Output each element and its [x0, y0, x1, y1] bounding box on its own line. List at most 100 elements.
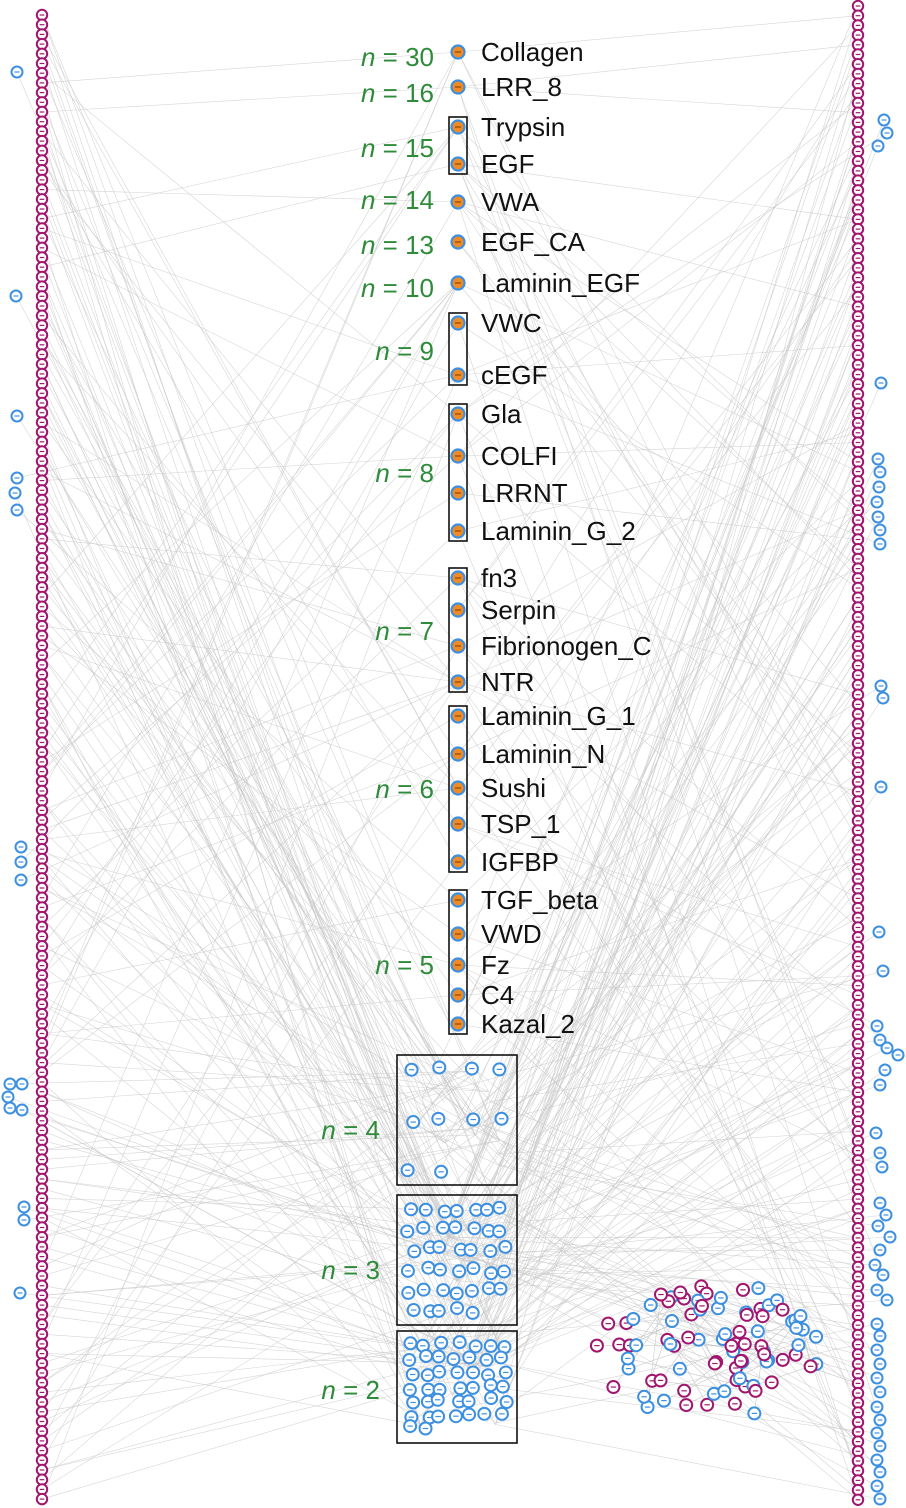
edge [41, 413, 459, 947]
edge [457, 413, 859, 1413]
edge [41, 92, 453, 1396]
edge [493, 1274, 878, 1487]
edge [41, 1091, 458, 1282]
n-count-label: n = 4 [321, 1115, 380, 1145]
edge [457, 241, 859, 705]
edge [443, 1242, 859, 1442]
n-equals: = [375, 42, 405, 72]
edge [495, 1344, 859, 1424]
edge [448, 145, 879, 1227]
edge [417, 1111, 859, 1417]
edge [41, 899, 459, 986]
edge [457, 432, 859, 532]
edge [41, 1360, 507, 1500]
edge [41, 753, 459, 1461]
edge [419, 529, 859, 1122]
domain-label: NTR [481, 667, 534, 697]
edge [457, 163, 859, 579]
edge [457, 282, 859, 472]
edge [41, 509, 458, 1281]
edge [41, 282, 459, 772]
n-value: 8 [420, 458, 434, 488]
edge [41, 753, 459, 1073]
edge [482, 665, 859, 1367]
edge [457, 322, 859, 589]
edge [41, 247, 459, 457]
edge [457, 151, 859, 1025]
n-value: 10 [405, 273, 434, 303]
edge [41, 1165, 408, 1277]
edge [471, 742, 859, 1129]
edge [479, 1132, 877, 1302]
edge [457, 238, 859, 755]
n-value: 15 [405, 133, 434, 163]
edge [444, 374, 859, 1144]
edge [41, 1004, 450, 1238]
edge [443, 713, 859, 1244]
edge [419, 558, 859, 1122]
edge [41, 1070, 477, 1102]
edge [422, 1097, 859, 1336]
n-symbol: n [361, 133, 375, 163]
edge [497, 1214, 887, 1256]
domain-label: Sushi [481, 773, 546, 803]
domain-label: EGF_CA [481, 227, 586, 257]
edge [457, 132, 888, 415]
edge [41, 1081, 421, 1427]
edge [475, 859, 859, 1136]
edge [41, 131, 459, 647]
edge [41, 334, 476, 1136]
edge [457, 481, 859, 863]
edge [457, 141, 859, 457]
n-count-label: n = 7 [375, 616, 434, 646]
n-symbol: n [375, 616, 389, 646]
edge [41, 43, 459, 789]
domain-label: TSP_1 [481, 809, 561, 839]
domain-label: Laminin_EGF [481, 268, 640, 298]
edge [457, 93, 859, 611]
edge [457, 549, 859, 1025]
edge [422, 733, 859, 1098]
edge [457, 577, 859, 1394]
edge [16, 71, 499, 1212]
edge [482, 1124, 859, 1442]
n-count-label: n = 13 [361, 230, 434, 260]
edge [41, 625, 459, 683]
edge [457, 455, 859, 1471]
edge [477, 1140, 859, 1365]
blob-edge [626, 1287, 759, 1324]
edge [463, 1236, 891, 1262]
edge [41, 14, 500, 1141]
edge [41, 72, 459, 415]
edge [465, 1189, 859, 1374]
group-boxes [396, 116, 518, 1444]
edge [41, 126, 459, 714]
edge [41, 655, 445, 1144]
edge [41, 1376, 441, 1471]
edge [457, 492, 859, 540]
edge [41, 53, 441, 1148]
edge [457, 455, 859, 802]
edge [452, 296, 859, 1396]
edge [457, 645, 899, 1056]
edge [41, 1256, 409, 1365]
edge [41, 315, 459, 825]
edge [440, 1082, 859, 1264]
edge [41, 674, 458, 1281]
n-value: 2 [366, 1375, 380, 1405]
domain-hubs [450, 44, 466, 1032]
edge [457, 126, 859, 521]
domain-label: Kazal_2 [481, 1009, 575, 1039]
edge [41, 1178, 469, 1231]
edge [41, 354, 476, 1136]
n-value: 14 [405, 185, 434, 215]
domain-label: cEGF [481, 360, 547, 390]
edge [471, 364, 859, 1129]
n-equals: = [375, 185, 405, 215]
edge [486, 1150, 859, 1422]
edge [469, 54, 859, 1355]
edge [475, 35, 859, 1136]
edge [41, 538, 459, 579]
edge [41, 1101, 491, 1383]
edge [41, 681, 459, 1325]
